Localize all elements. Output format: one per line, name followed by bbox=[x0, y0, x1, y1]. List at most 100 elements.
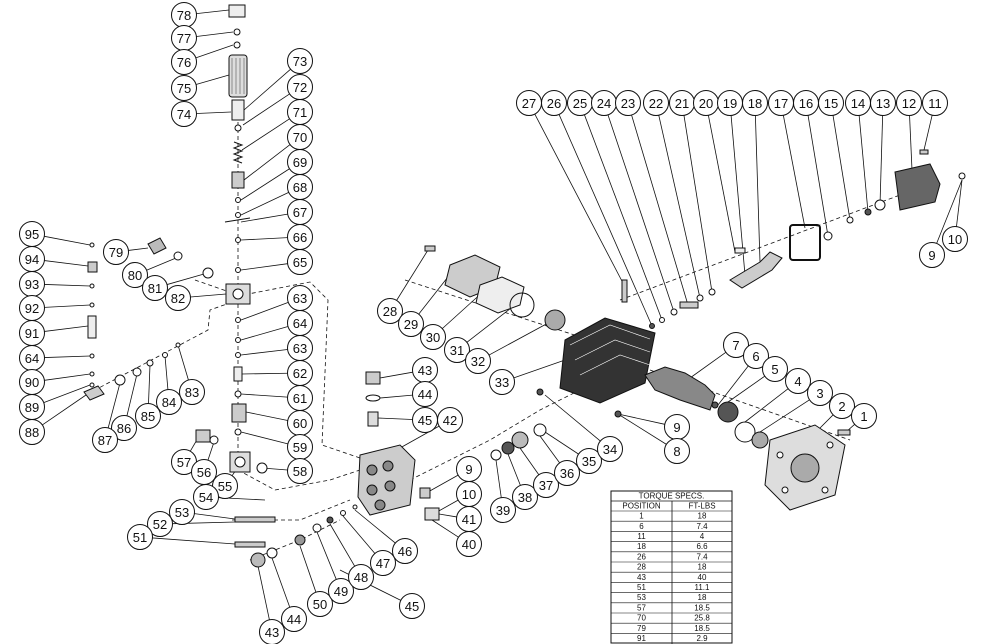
callout-34: 34 bbox=[597, 436, 623, 462]
callout-7: 7 bbox=[723, 332, 749, 358]
callout-label: 49 bbox=[334, 584, 348, 599]
callout-54: 54 bbox=[193, 484, 219, 510]
leader-line bbox=[936, 179, 963, 244]
leader-line bbox=[240, 393, 288, 398]
callout-circle bbox=[541, 90, 567, 116]
leader-line bbox=[631, 114, 689, 306]
callout-45: 45 bbox=[399, 593, 425, 619]
callout-label: 89 bbox=[25, 400, 39, 415]
callout-73: 73 bbox=[287, 48, 313, 74]
leader-line bbox=[107, 382, 121, 429]
callout-label: 67 bbox=[293, 205, 307, 220]
leader-line bbox=[44, 284, 91, 287]
callout-label: 47 bbox=[376, 556, 390, 571]
part-fitting bbox=[231, 403, 247, 423]
callout-label: 30 bbox=[426, 330, 440, 345]
callout-label: 2 bbox=[838, 399, 845, 414]
part-crankshaft bbox=[644, 366, 716, 411]
callout-20: 20 bbox=[693, 90, 719, 116]
callout-71: 71 bbox=[287, 99, 313, 125]
leader-line bbox=[195, 44, 234, 59]
callout-56: 56 bbox=[191, 459, 217, 485]
leader-line bbox=[240, 263, 288, 271]
leader-line bbox=[240, 349, 288, 356]
callout-86: 86 bbox=[111, 415, 137, 441]
part-fitting bbox=[231, 99, 245, 121]
table-cell-ftlbs: 18 bbox=[698, 563, 707, 572]
leader-lines bbox=[42, 9, 963, 620]
callout-label: 84 bbox=[162, 395, 176, 410]
callout-57: 57 bbox=[171, 449, 197, 475]
callout-circle bbox=[743, 343, 769, 369]
leader-line bbox=[759, 399, 810, 433]
callout-19: 19 bbox=[717, 90, 743, 116]
callout-31: 31 bbox=[444, 337, 470, 363]
leader-line bbox=[240, 326, 289, 341]
callout-label: 78 bbox=[177, 8, 191, 23]
leader-line bbox=[377, 417, 413, 420]
callout-label: 10 bbox=[462, 487, 476, 502]
callout-11: 11 bbox=[922, 90, 948, 116]
callout-circle bbox=[922, 90, 948, 116]
callout-circle bbox=[615, 90, 641, 116]
callout-label: 94 bbox=[25, 252, 39, 267]
callout-label: 8 bbox=[673, 444, 680, 459]
callout-label: 88 bbox=[25, 425, 39, 440]
callout-circle bbox=[287, 48, 313, 74]
leader-line bbox=[427, 474, 459, 493]
callout-circle bbox=[489, 369, 515, 395]
callout-94: 94 bbox=[19, 246, 45, 272]
callout-label: 10 bbox=[948, 232, 962, 247]
leader-line bbox=[44, 355, 91, 358]
table-cell-position: 6 bbox=[639, 522, 644, 531]
leader-line bbox=[534, 113, 625, 286]
callout-label: 91 bbox=[25, 326, 39, 341]
callout-label: 50 bbox=[313, 597, 327, 612]
callout-group: 7877767574737271706968676665636463626160… bbox=[19, 2, 968, 644]
table-cell-ftlbs: 18 bbox=[698, 512, 707, 521]
callout-circle bbox=[412, 381, 438, 407]
part-oring bbox=[233, 28, 241, 36]
callout-43: 43 bbox=[259, 619, 285, 644]
callout-circle bbox=[437, 407, 463, 433]
leader-line bbox=[42, 394, 87, 426]
callout-circle bbox=[723, 332, 749, 358]
leader-line bbox=[243, 68, 291, 111]
callout-label: 3 bbox=[816, 386, 823, 401]
callout-label: 31 bbox=[450, 343, 464, 358]
leader-line bbox=[240, 301, 289, 321]
leader-line bbox=[727, 375, 765, 403]
leader-line bbox=[956, 179, 963, 227]
callout-label: 43 bbox=[265, 625, 279, 640]
callout-circle bbox=[919, 242, 945, 268]
callout-38: 38 bbox=[512, 484, 538, 510]
callout-29: 29 bbox=[398, 311, 424, 337]
leader-line bbox=[196, 111, 232, 114]
callout-label: 13 bbox=[876, 96, 890, 111]
callout-83: 83 bbox=[179, 379, 205, 405]
callout-circle bbox=[122, 262, 148, 288]
leader-line bbox=[44, 325, 89, 332]
leader-line bbox=[744, 388, 789, 423]
table-cell-position: 53 bbox=[637, 593, 646, 602]
callout-40: 40 bbox=[456, 531, 482, 557]
callout-label: 92 bbox=[25, 301, 39, 316]
callout-label: 19 bbox=[723, 96, 737, 111]
leader-line bbox=[240, 213, 288, 223]
callout-82: 82 bbox=[165, 285, 191, 311]
callout-circle bbox=[328, 578, 354, 604]
leader-line bbox=[436, 499, 459, 513]
leader-line bbox=[488, 321, 551, 356]
callout-label: 38 bbox=[518, 490, 532, 505]
part-pin bbox=[87, 315, 97, 339]
callout-circle bbox=[399, 593, 425, 619]
leader-line bbox=[807, 115, 829, 237]
callout-label: 72 bbox=[293, 80, 307, 95]
table-cell-position: 1 bbox=[639, 512, 644, 521]
callout-label: 74 bbox=[177, 107, 191, 122]
callout-label: 14 bbox=[851, 96, 865, 111]
table-cell-position: 51 bbox=[637, 583, 646, 592]
callout-50: 50 bbox=[307, 591, 333, 617]
callout-circle bbox=[533, 472, 559, 498]
